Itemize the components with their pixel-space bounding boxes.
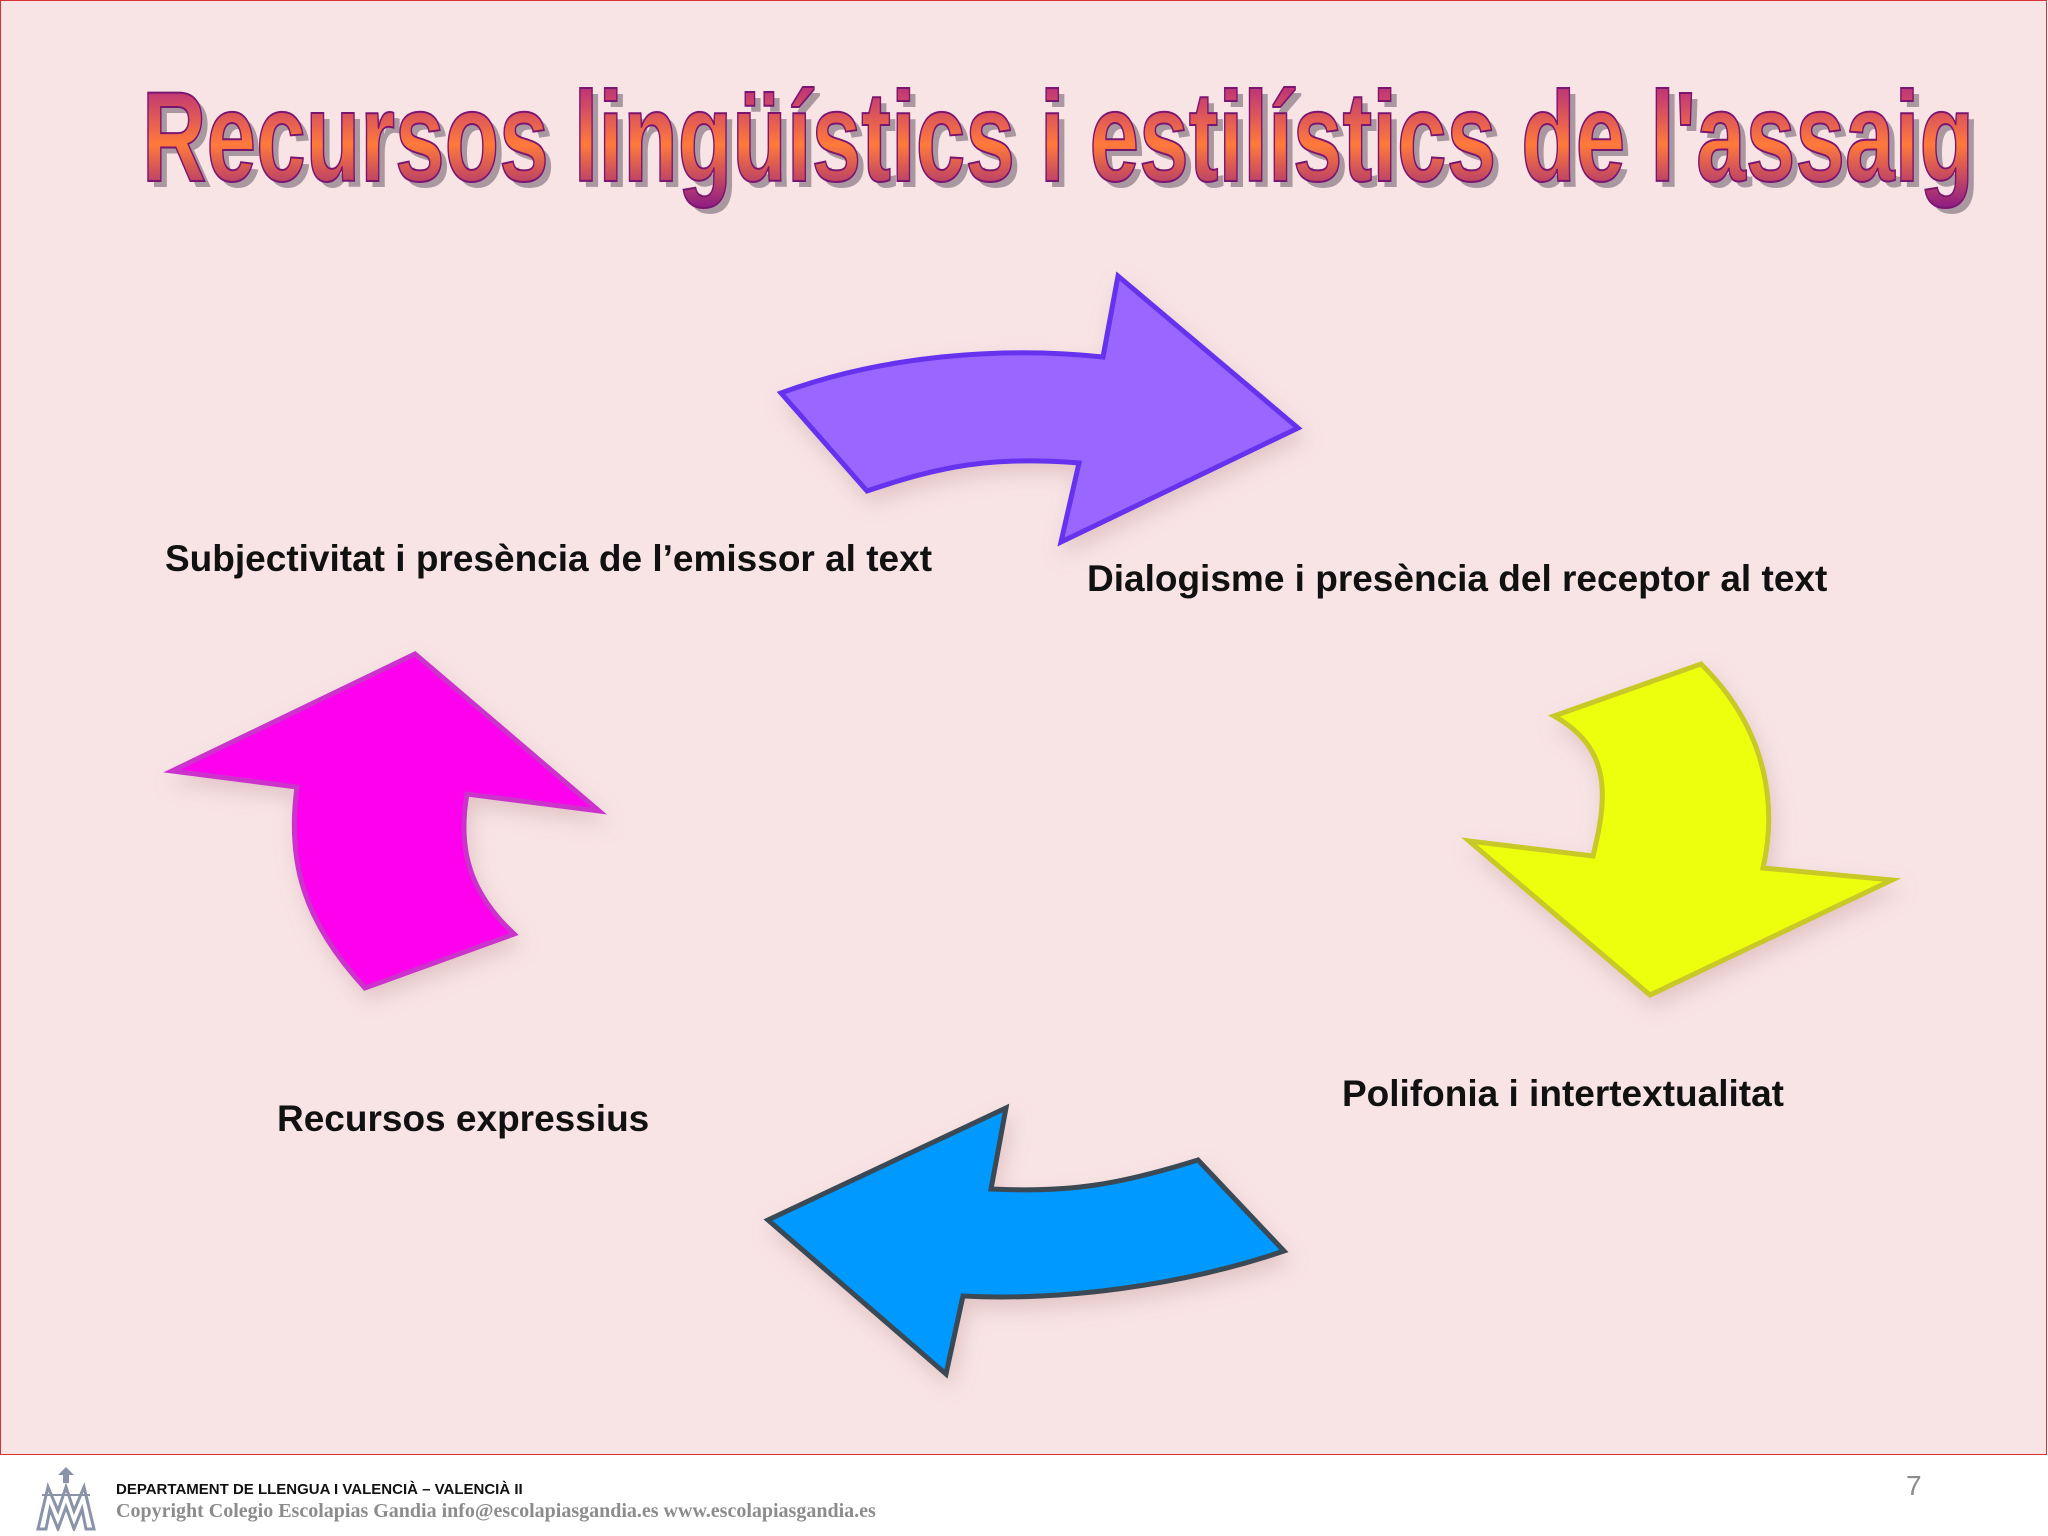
- slide-content-area: Recursos lingüístics i estilístics de l'…: [0, 0, 2047, 1455]
- footer-copyright: Copyright Colegio Escolapias Gandia info…: [116, 1500, 876, 1522]
- step-label-polifonia: Polifonia i intertextualitat: [1342, 1073, 1784, 1114]
- arrow-to-polifonia: [1461, 661, 1902, 998]
- slide-title-graphic: Recursos lingüístics i estilístics de l'…: [141, 65, 1980, 215]
- page-number: 7: [1906, 1470, 1922, 1501]
- arrow-to-dialogisme: [776, 271, 1303, 547]
- slide-title-shadow: Recursos lingüístics i estilístics de l'…: [148, 72, 1980, 215]
- step-label-recursos-expressius: Recursos expressius: [277, 1098, 650, 1139]
- arrow-to-recursos: [763, 1103, 1289, 1379]
- cycle-arrows: [163, 271, 1902, 1379]
- step-label-subjectivitat: Subjectivitat i presència de l’emissor a…: [165, 538, 933, 579]
- school-crest-icon: [36, 1467, 96, 1531]
- slide-title: Recursos lingüístics i estilístics de l'…: [142, 66, 1974, 209]
- footer-department: DEPARTAMENT DE LLENGUA I VALENCIÀ – VALE…: [116, 1481, 523, 1498]
- step-label-dialogisme: Dialogisme i presència del receptor al t…: [1087, 558, 1828, 599]
- arrow-to-subjectivitat: [163, 651, 608, 991]
